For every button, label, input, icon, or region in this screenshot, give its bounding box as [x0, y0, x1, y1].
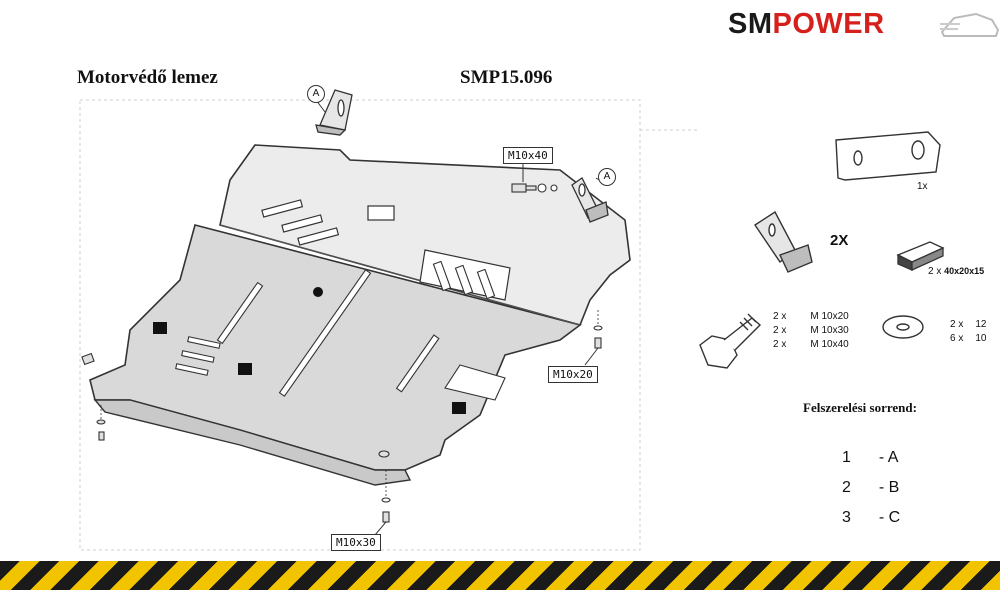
callout-m10x30: M10x30: [331, 534, 381, 551]
product-code: SMP15.096: [460, 67, 553, 88]
part-washer: [882, 315, 924, 339]
spacer-size: 40x20x15: [944, 266, 985, 276]
product-title: Motorvédő lemez: [77, 67, 218, 88]
bracket-qty: 2X: [830, 232, 849, 249]
callout-a-top: A: [307, 85, 325, 103]
part-angle-bracket: [754, 210, 813, 273]
part-spacer-block: [896, 241, 945, 272]
brand-logo-sm: SM: [728, 8, 773, 40]
spacer-label: 2 x 40x20x15: [928, 266, 984, 277]
bracket-a-top: [315, 89, 353, 136]
callout-a-right: A: [598, 168, 616, 186]
sequence-list: 1- A 2- B 3- C: [842, 443, 900, 533]
sequence-step: 1- A: [842, 449, 899, 466]
bolt-m10x40: [511, 183, 558, 193]
bracket-a-right: [571, 177, 609, 223]
brand-logo-power: POWER: [772, 8, 885, 40]
sequence-heading: Felszerelési sorrend:: [803, 400, 917, 415]
sequence-step: 2- B: [842, 479, 900, 496]
part-bolt: [699, 313, 762, 369]
hazard-stripe-footer: [0, 561, 1000, 590]
brand-logo: SMPOWER: [728, 6, 1000, 42]
sequence-step: 3- C: [842, 509, 901, 526]
spacer-qty: 2 x: [928, 266, 942, 277]
part-flat-plate: [835, 131, 941, 181]
plate-qty: 1x: [917, 181, 928, 192]
car-silhouette-icon: [940, 12, 1000, 37]
callout-m10x40: M10x40: [503, 147, 553, 164]
callout-m10x20: M10x20: [548, 366, 598, 383]
